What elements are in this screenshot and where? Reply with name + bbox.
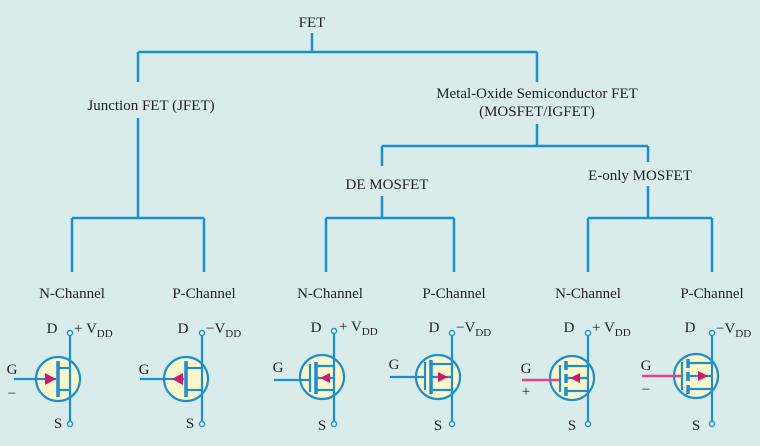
drain-terminal-icon — [584, 329, 592, 337]
mosfet-label-line2: (MOSFET/IGFET) — [479, 104, 595, 120]
source-terminal-icon — [198, 420, 206, 428]
source-label: S — [54, 416, 62, 432]
source-terminal-icon — [330, 420, 338, 428]
gate-polarity-label: − — [642, 382, 650, 398]
mosfet-label-line1: Metal-Oxide Semiconductor FET — [436, 86, 638, 102]
root-label: FET — [299, 15, 326, 31]
de-n-channel-label: N-Channel — [297, 286, 363, 302]
drain-label: D — [685, 320, 696, 336]
gate-label: G — [273, 360, 284, 376]
source-terminal-icon — [66, 420, 74, 428]
source-label: S — [434, 418, 442, 434]
source-label: S — [186, 416, 194, 432]
drain-label: D — [564, 320, 575, 336]
gate-label: G — [521, 361, 532, 377]
e-only-mosfet-label: E-only MOSFET — [588, 168, 692, 184]
supply-label: + VDD — [592, 320, 631, 339]
source-terminal-icon — [448, 420, 456, 428]
de-mosfet-n-channel-symbol: D + VDD G S — [273, 319, 378, 434]
source-label: S — [318, 418, 326, 434]
substrate-arrow-icon — [570, 373, 580, 383]
e-only-mosfet-p-channel-symbol: D −VDD G − S — [641, 320, 752, 434]
tree-connectors — [70, 33, 714, 272]
jfet-p-channel-symbol: D −VDD G S — [139, 321, 242, 432]
gate-arrow-icon — [45, 373, 56, 385]
substrate-arrow-icon — [320, 373, 330, 383]
supply-label: −VDD — [456, 320, 491, 339]
drain-terminal-icon — [198, 329, 206, 337]
drain-terminal-icon — [448, 329, 456, 337]
gate-label: G — [641, 358, 652, 374]
de-mosfet-p-channel-symbol: D −VDD G S — [389, 320, 492, 434]
source-label: S — [692, 418, 700, 434]
e-only-p-channel-label: P-Channel — [680, 286, 743, 302]
de-p-channel-label: P-Channel — [422, 286, 485, 302]
jfet-label: Junction FET (JFET) — [87, 98, 214, 114]
gate-polarity-label: + — [522, 384, 530, 400]
de-mosfet-label: DE MOSFET — [346, 177, 429, 193]
drain-terminal-icon — [708, 329, 716, 337]
gate-label: G — [139, 362, 150, 378]
jfet-n-channel-symbol: D + VDD G − S — [7, 321, 113, 432]
drain-label: D — [429, 320, 440, 336]
drain-label: D — [47, 321, 58, 337]
supply-label: + VDD — [74, 321, 113, 340]
drain-label: D — [311, 320, 322, 336]
e-only-mosfet-n-channel-symbol: D + VDD G + S — [521, 320, 631, 434]
jfet-n-channel-label: N-Channel — [39, 286, 105, 302]
e-only-n-channel-label: N-Channel — [555, 286, 621, 302]
gate-polarity-label: − — [8, 386, 16, 402]
drain-terminal-icon — [330, 327, 338, 335]
source-label: S — [568, 418, 576, 434]
substrate-arrow-icon — [698, 371, 708, 381]
supply-label: −VDD — [716, 321, 751, 340]
jfet-p-channel-label: P-Channel — [172, 286, 235, 302]
supply-label: + VDD — [339, 319, 378, 338]
gate-arrow-icon — [172, 373, 183, 385]
gate-label: G — [389, 357, 400, 373]
substrate-arrow-icon — [438, 372, 448, 382]
drain-terminal-icon — [66, 329, 74, 337]
source-terminal-icon — [584, 420, 592, 428]
drain-label: D — [178, 321, 189, 337]
source-terminal-icon — [708, 420, 716, 428]
gate-label: G — [7, 362, 18, 378]
supply-label: −VDD — [206, 321, 241, 340]
